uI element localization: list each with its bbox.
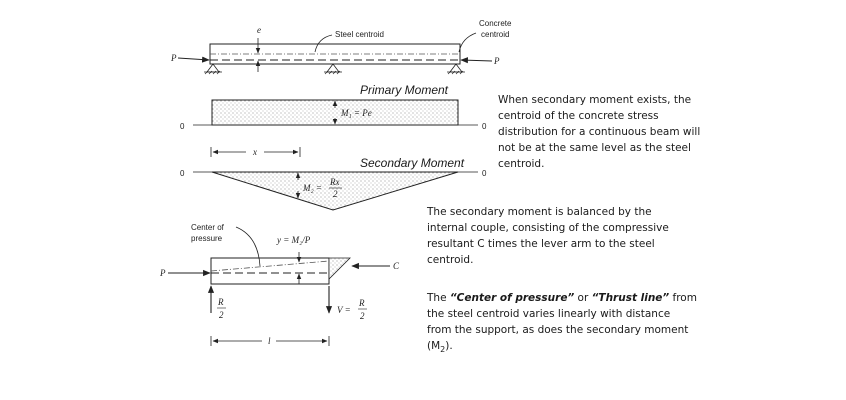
- prestress-force-right: [460, 57, 493, 64]
- shear-prefix: V =: [337, 305, 351, 315]
- note-thrust-suffix: ).: [445, 340, 453, 352]
- note-thrust-term-center: “Center of pressure”: [449, 292, 575, 304]
- secondary-zero-left: 0: [180, 169, 185, 178]
- secondary-moment-numerator: Rx: [329, 177, 340, 187]
- secondary-moment-triangle: [211, 171, 459, 211]
- secondary-zero-right: 0: [482, 169, 487, 178]
- primary-moment-heading: Primary Moment: [360, 83, 449, 97]
- note-thrust-middle: or: [574, 292, 592, 304]
- concrete-centroid-leader: [458, 32, 477, 53]
- length-dimension: l: [210, 336, 330, 346]
- center-of-pressure-leader: [235, 226, 261, 267]
- secondary-moment-prefix: M₂ =: [302, 183, 322, 193]
- right-support-icon: [447, 63, 465, 75]
- secondary-moment-diagram: Secondary Moment M₂ = Rx 2 0 0: [180, 156, 487, 211]
- compression-block: [328, 257, 351, 280]
- shear-numerator: R: [358, 298, 365, 308]
- concrete-centroid-label-1: Concrete: [479, 19, 512, 28]
- note-thrust-line: The “Center of pressure” or “Thrust line…: [427, 290, 697, 354]
- prestress-force-right-label: P: [493, 56, 500, 66]
- secondary-moment-heading: Secondary Moment: [360, 156, 465, 170]
- steel-centroid-leader: [314, 34, 333, 53]
- note-internal-couple: The secondary moment is balanced by the …: [427, 206, 669, 266]
- note-thrust-subscript: 2: [440, 345, 446, 355]
- span-marker-x-label: x: [252, 147, 257, 157]
- prestress-force-left-label: P: [170, 53, 177, 63]
- concrete-centroid-label-2: centroid: [481, 30, 509, 39]
- eccentricity-label: e: [257, 25, 261, 35]
- note-thrust-term-thrust: “Thrust line”: [591, 292, 670, 304]
- prestress-force-left: [177, 56, 210, 63]
- span-marker-x: x: [210, 147, 301, 157]
- free-body-prestress-label: P: [159, 268, 166, 278]
- shear-denominator: 2: [360, 311, 365, 321]
- reaction-numerator: R: [217, 297, 224, 307]
- beam-elevation: e Steel centroid Concrete centroid P P: [170, 19, 512, 75]
- reaction-denominator: 2: [219, 310, 224, 320]
- primary-zero-right: 0: [482, 122, 487, 131]
- free-body-beam: [210, 257, 330, 285]
- compression-label: C: [393, 261, 400, 271]
- left-support-icon: [204, 63, 222, 75]
- center-of-pressure-label-2: pressure: [191, 234, 223, 243]
- center-of-pressure-label-1: Center of: [191, 223, 225, 232]
- note-thrust-prefix: The: [427, 292, 450, 304]
- primary-moment-diagram: Primary Moment M₁ = Pe 0 0: [180, 83, 487, 131]
- primary-zero-left: 0: [180, 122, 185, 131]
- note-secondary-centroid: When secondary moment exists, the centro…: [498, 94, 701, 170]
- secondary-moment-denominator: 2: [333, 189, 338, 199]
- thrust-line: [210, 260, 330, 272]
- middle-support-icon: [324, 63, 342, 75]
- lever-arm-label: y = M₂/P: [276, 235, 311, 245]
- steel-centroid-label: Steel centroid: [335, 30, 384, 39]
- primary-moment-label: M₁ = Pe: [340, 108, 372, 118]
- free-body-diagram: Center of pressure y = M₂/P C P R 2 V = …: [159, 223, 400, 346]
- length-label: l: [268, 336, 271, 346]
- note-thrust-body: from the steel centroid varies linearly …: [427, 292, 697, 352]
